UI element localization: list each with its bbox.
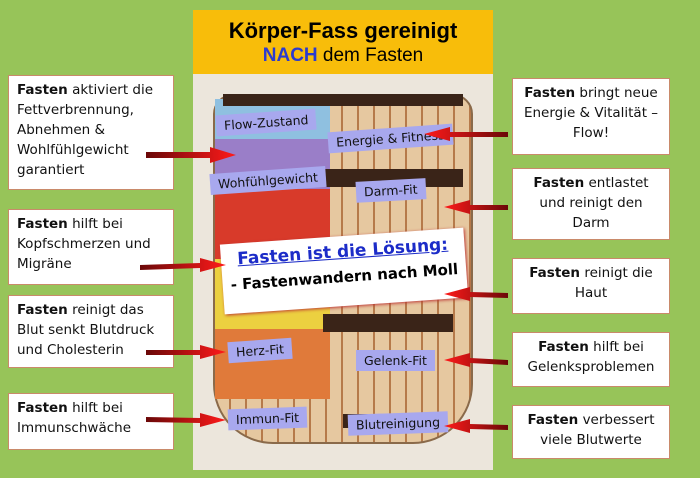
left-box-immun: Fasten hilft bei Immunschwäche: [8, 393, 174, 450]
box-text: Fasten: [17, 400, 68, 416]
box-text: hilft bei Gelenksproblemen: [527, 339, 655, 375]
label-darm-fit: Darm-Fit: [355, 178, 427, 203]
box-text: hilft bei Immunschwäche: [17, 400, 132, 436]
left-box-blut: Fasten reinigt das Blut senkt Blutdruck …: [8, 295, 174, 368]
box-text: Fasten: [17, 302, 68, 318]
box-text: Fasten: [527, 412, 579, 428]
box-text: verbessert viele Blutwerte: [540, 412, 655, 448]
box-text: Fasten: [17, 216, 68, 232]
box-text: Fasten: [17, 82, 68, 98]
right-box-gelenk: Fasten hilft bei Gelenksproblemen: [512, 332, 670, 387]
box-text: aktiviert die Fettverbrennung, Abnehmen …: [17, 82, 154, 178]
label-herz-fit: Herz-Fit: [227, 337, 293, 364]
left-box-kopfschmerzen: Fasten hilft bei Kopfschmerzen und Migrä…: [8, 209, 174, 285]
box-text: Fasten: [529, 265, 581, 281]
box-text: dem Fasten: [317, 45, 424, 66]
title: Körper-Fass gereinigt: [228, 18, 458, 43]
box-text: reinigt die Haut: [574, 265, 653, 301]
label-blutreinigung: Blutreinigung: [347, 411, 449, 436]
right-box-energie: Fasten bringt neue Energie & Vitalität –…: [512, 78, 670, 155]
title-banner: Körper-Fass gereinigt NACH dem Fasten: [193, 10, 493, 74]
box-text: Fasten: [538, 339, 589, 355]
left-box-fettverbrennung: Fasten aktiviert die Fettverbrennung, Ab…: [8, 75, 174, 190]
label-immun-fit: Immun-Fit: [227, 406, 308, 431]
box-text: entlastet und reinigt den Darm: [539, 175, 649, 231]
label-gelenk-fit: Gelenk-Fit: [356, 350, 435, 371]
box-text: Fasten: [524, 85, 576, 101]
box-text: hilft bei Kopfschmerzen und Migräne: [17, 216, 151, 272]
box-text: reinigt das Blut senkt Blutdruck und Cho…: [17, 302, 155, 358]
box-text: NACH: [262, 45, 318, 66]
box-text: bringt neue Energie & Vitalität – Flow!: [523, 85, 659, 141]
box-text: Fasten: [533, 175, 585, 191]
subtitle: NACH dem Fasten: [193, 45, 493, 67]
right-box-darm: Fasten entlastet und reinigt den Darm: [512, 168, 670, 240]
right-box-blutwerte: Fasten verbessert viele Blutwerte: [512, 405, 670, 459]
right-box-haut: Fasten reinigt die Haut: [512, 258, 670, 314]
